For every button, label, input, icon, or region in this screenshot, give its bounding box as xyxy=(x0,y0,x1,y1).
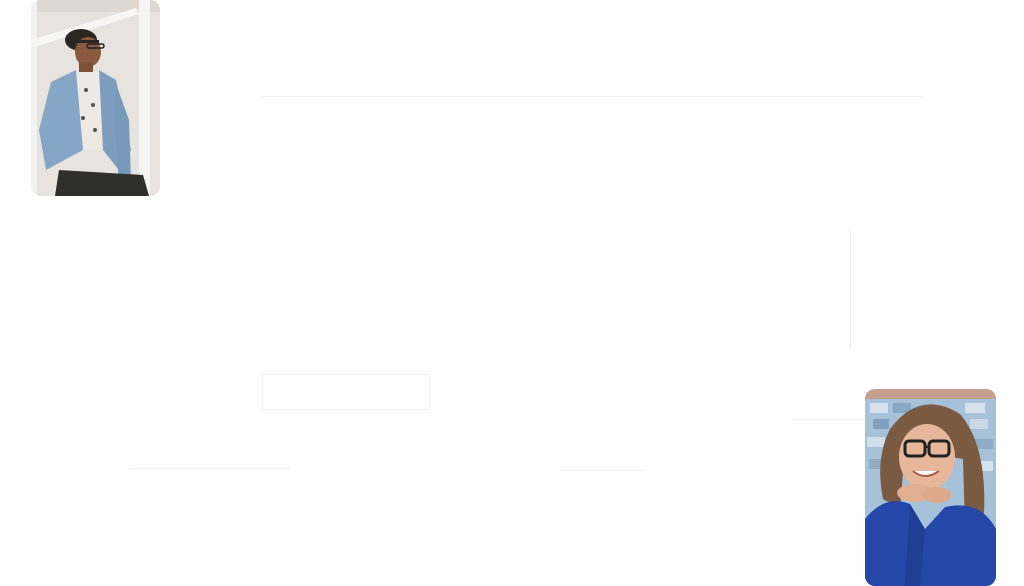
man-photo xyxy=(31,0,160,196)
woman-with-glasses-photo-icon xyxy=(865,389,996,586)
man-in-denim-jacket-photo-icon xyxy=(31,0,160,196)
feature-item xyxy=(520,222,670,352)
divider-line xyxy=(850,230,851,348)
feature-item xyxy=(860,222,980,352)
feature-item xyxy=(685,222,830,352)
divider-line xyxy=(262,96,922,97)
feature-item xyxy=(185,222,335,352)
woman-photo xyxy=(865,389,996,586)
feature-item xyxy=(350,222,505,352)
divider-line xyxy=(792,419,864,420)
feature-row xyxy=(20,222,1005,352)
divider-line xyxy=(560,470,645,471)
feature-item xyxy=(20,222,170,352)
divider-line xyxy=(130,468,290,469)
ghost-button[interactable] xyxy=(262,374,430,410)
